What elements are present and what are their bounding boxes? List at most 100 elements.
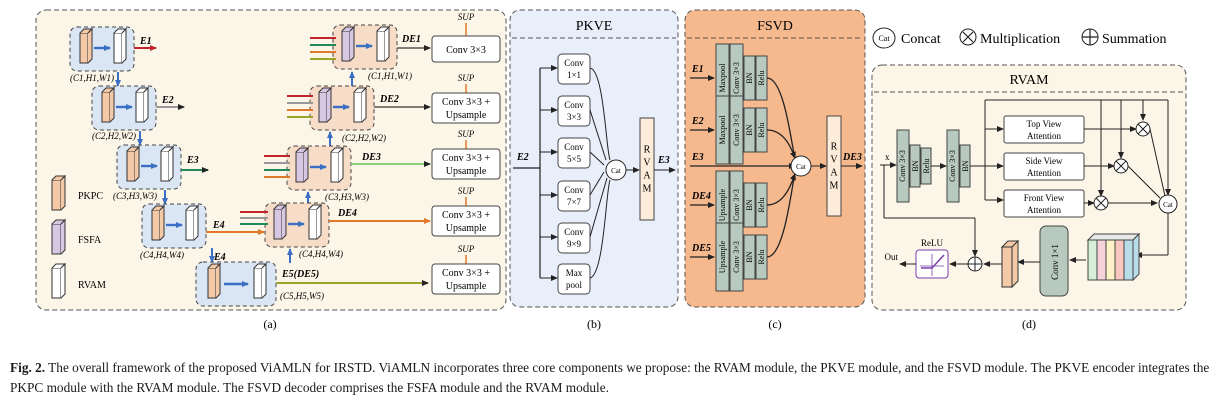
caption-text: The overall framework of the proposed Vi… bbox=[10, 360, 1210, 395]
decoder-stage-3 bbox=[264, 145, 352, 191]
de3-dims: (C3,H3,W3) bbox=[325, 192, 369, 202]
rvam-out: Out bbox=[885, 252, 899, 262]
sup-label-1: SUP bbox=[458, 12, 475, 22]
panel-a-label: (a) bbox=[263, 317, 276, 331]
de4-dims: (C4,H4,W4) bbox=[299, 249, 343, 259]
head-3-line1: Conv 3×3 + bbox=[442, 153, 490, 164]
pkve-input: E2 bbox=[516, 152, 529, 163]
legend-cat-symbol: Cat bbox=[878, 34, 890, 43]
panel-a-legend: PKPC FSFA RVAM bbox=[51, 174, 106, 299]
e4-down-label: E4 bbox=[213, 252, 226, 263]
fsvd-conv-4: Conv 3×3 bbox=[732, 189, 741, 221]
fsvd-input-2: E2 bbox=[691, 116, 704, 127]
e3-label: E3 bbox=[186, 155, 199, 166]
legend-rvam: RVAM bbox=[78, 280, 106, 291]
head-3: SUP Conv 3×3 + Upsample bbox=[431, 129, 501, 180]
head-1: SUP Conv 3×3 bbox=[431, 12, 501, 63]
pkve-conv-7: Conv 7×7 bbox=[540, 180, 591, 212]
de2-label: DE2 bbox=[379, 94, 399, 105]
fsvd-conv-1: Conv 3×3 bbox=[732, 62, 741, 94]
rvam-top-view: Top View Attention bbox=[985, 115, 1085, 144]
legend-multiplication: Multiplication bbox=[980, 32, 1060, 47]
fsvd-sample-4: Upsample bbox=[718, 188, 727, 221]
pkve-cat: Cat bbox=[611, 167, 621, 175]
encoder-stage-2 bbox=[91, 85, 157, 131]
e3-dims: (C3,H3,W3) bbox=[113, 191, 157, 201]
figure-caption: Fig. 2. The overall framework of the pro… bbox=[10, 358, 1222, 398]
rvam-conv1x1: Conv 1×1 bbox=[1050, 244, 1060, 280]
panel-d-label: (d) bbox=[1022, 317, 1036, 331]
pkve-conv-7-l2: 7×7 bbox=[567, 197, 582, 207]
panel-a: E1 (C1,H1,W1) E2 (C2,H2,W2) E3 (C3,H3,W3… bbox=[35, 9, 507, 331]
rvam-conv-1: Conv 3×3 bbox=[898, 150, 907, 182]
de1-dims: (C1,H1,W1) bbox=[368, 71, 412, 81]
fsvd-relu-4: Relu bbox=[757, 197, 766, 212]
pkve-conv-1-l2: 1×1 bbox=[567, 70, 581, 80]
top-legend: Cat Concat Multiplication Summation bbox=[872, 27, 1167, 49]
e2-dims: (C2,H2,W2) bbox=[92, 131, 136, 141]
e1-dims: (C1,H1,W1) bbox=[70, 73, 114, 83]
legend-pkpc: PKPC bbox=[78, 191, 103, 202]
de3-label: DE3 bbox=[361, 152, 381, 163]
rvam-front-view: Front View Attention bbox=[985, 189, 1085, 218]
e5-label: E5(DE5) bbox=[281, 269, 319, 280]
decoder-stage-1 bbox=[310, 24, 398, 70]
encoder-stage-4 bbox=[141, 203, 207, 249]
fsvd-conv-5: Conv 3×3 bbox=[732, 241, 741, 273]
head-5: SUP Conv 3×3 + Upsample bbox=[431, 244, 501, 295]
top-view-l1: Top View bbox=[1027, 119, 1062, 129]
e4-label: E4 bbox=[212, 220, 225, 231]
rvam-cat: Cat bbox=[1163, 201, 1173, 209]
rvam-relu-1: Relu bbox=[922, 158, 931, 173]
pkve-maxpool-l1: Max bbox=[566, 268, 583, 278]
top-view-l2: Attention bbox=[1027, 131, 1061, 141]
head-4-line2: Upsample bbox=[446, 223, 487, 234]
e4-dims: (C4,H4,W4) bbox=[140, 250, 184, 260]
encoder-stage-5 bbox=[195, 261, 277, 307]
front-view-l2: Attention bbox=[1027, 205, 1061, 215]
sup-label-3: SUP bbox=[458, 129, 475, 139]
side-view-l1: Side View bbox=[1025, 156, 1063, 166]
panel-b: PKVE E2 Conv 1×1 Conv 3×3 Conv 5×5 Conv … bbox=[509, 9, 679, 331]
decoder-stage-4 bbox=[240, 202, 330, 248]
head-1-text: Conv 3×3 bbox=[446, 45, 486, 56]
pkve-conv-1-l1: Conv bbox=[564, 58, 584, 68]
panel-c-label: (c) bbox=[768, 317, 781, 331]
e2-label: E2 bbox=[161, 95, 174, 106]
pkve-conv-5-l2: 5×5 bbox=[567, 154, 582, 164]
fsvd-row-3: E3 bbox=[690, 152, 796, 169]
fsvd-bn-4: BN bbox=[745, 199, 754, 210]
sup-label-2: SUP bbox=[458, 73, 475, 83]
front-view-l1: Front View bbox=[1024, 193, 1065, 203]
fsvd-cat: Cat bbox=[796, 163, 806, 171]
framework-figure: Cat Concat Multiplication Summation E1 (… bbox=[35, 9, 1187, 331]
sup-label-5: SUP bbox=[458, 244, 475, 254]
head-2-line1: Conv 3×3 + bbox=[442, 97, 490, 108]
rvam-block-2: Conv 3×3 BN bbox=[946, 129, 971, 203]
relu-icon bbox=[915, 249, 949, 279]
head-4-line1: Conv 3×3 + bbox=[442, 210, 490, 221]
fsvd-input-1: E1 bbox=[691, 64, 704, 75]
pkve-conv-9-l2: 9×9 bbox=[567, 239, 582, 249]
rvam-bn-1: BN bbox=[911, 160, 920, 171]
encoder-stage-3 bbox=[116, 144, 182, 190]
pkve-conv-3: Conv 3×3 bbox=[540, 95, 591, 127]
legend-fsfa: FSFA bbox=[78, 235, 102, 246]
fsvd-input-4: DE4 bbox=[691, 191, 711, 202]
fsvd-bn-1: BN bbox=[745, 72, 754, 83]
rvam-x: x bbox=[885, 152, 890, 162]
pkve-maxpool-l2: pool bbox=[566, 280, 583, 290]
fsvd-sample-1: Maxpool bbox=[718, 63, 727, 93]
encoder-stage-1 bbox=[69, 26, 135, 72]
head-2: SUP Conv 3×3 + Upsample bbox=[431, 73, 501, 124]
pkve-conv-7-l1: Conv bbox=[564, 185, 584, 195]
rvam-bn-2: BN bbox=[961, 160, 970, 171]
e1-label: E1 bbox=[139, 36, 152, 47]
